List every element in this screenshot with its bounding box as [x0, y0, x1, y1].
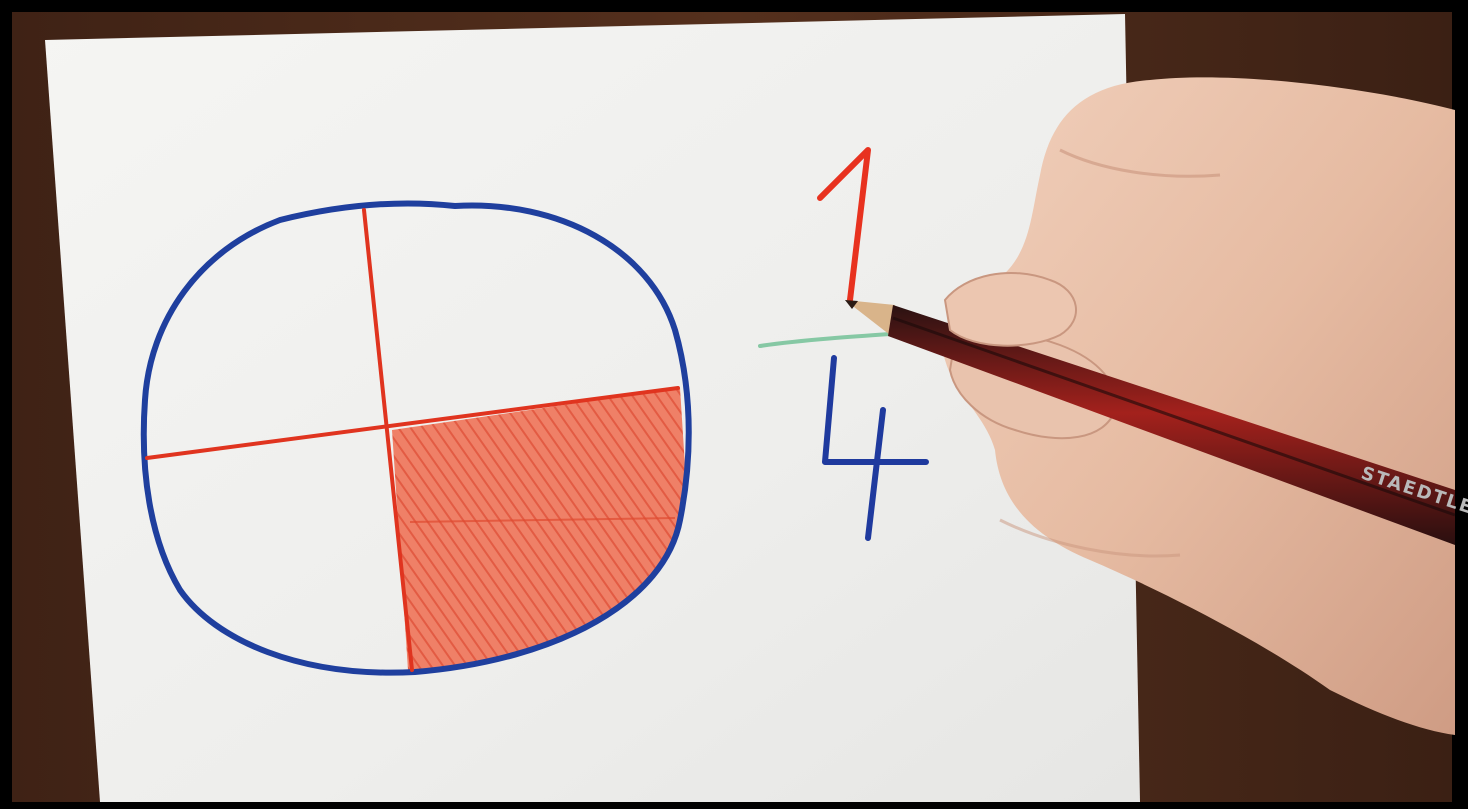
vertical-divider: [362, 208, 414, 672]
denominator-digit-4: [822, 355, 929, 541]
horizontal-divider: [145, 386, 680, 460]
index-finger: [943, 272, 1077, 347]
numerator-digit-1: [817, 147, 871, 303]
circle-outline: [140, 200, 692, 676]
faint-inner-line: [409, 517, 676, 523]
